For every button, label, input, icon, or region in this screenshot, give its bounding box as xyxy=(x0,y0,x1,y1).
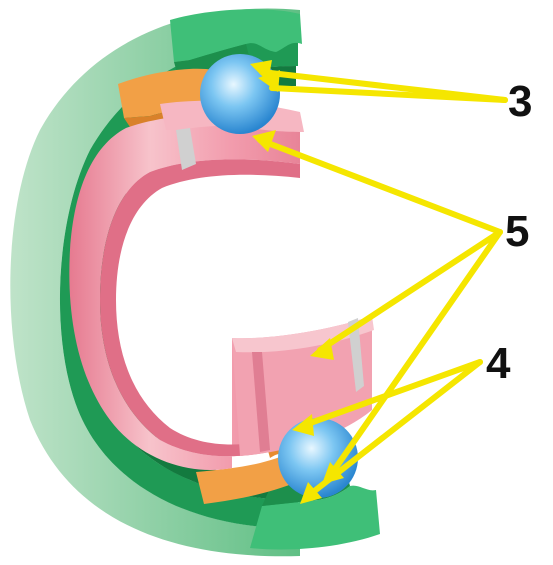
callout-label-4: 4 xyxy=(486,342,510,386)
callout-label-5: 5 xyxy=(505,210,529,254)
callout-label-3: 3 xyxy=(508,80,532,124)
